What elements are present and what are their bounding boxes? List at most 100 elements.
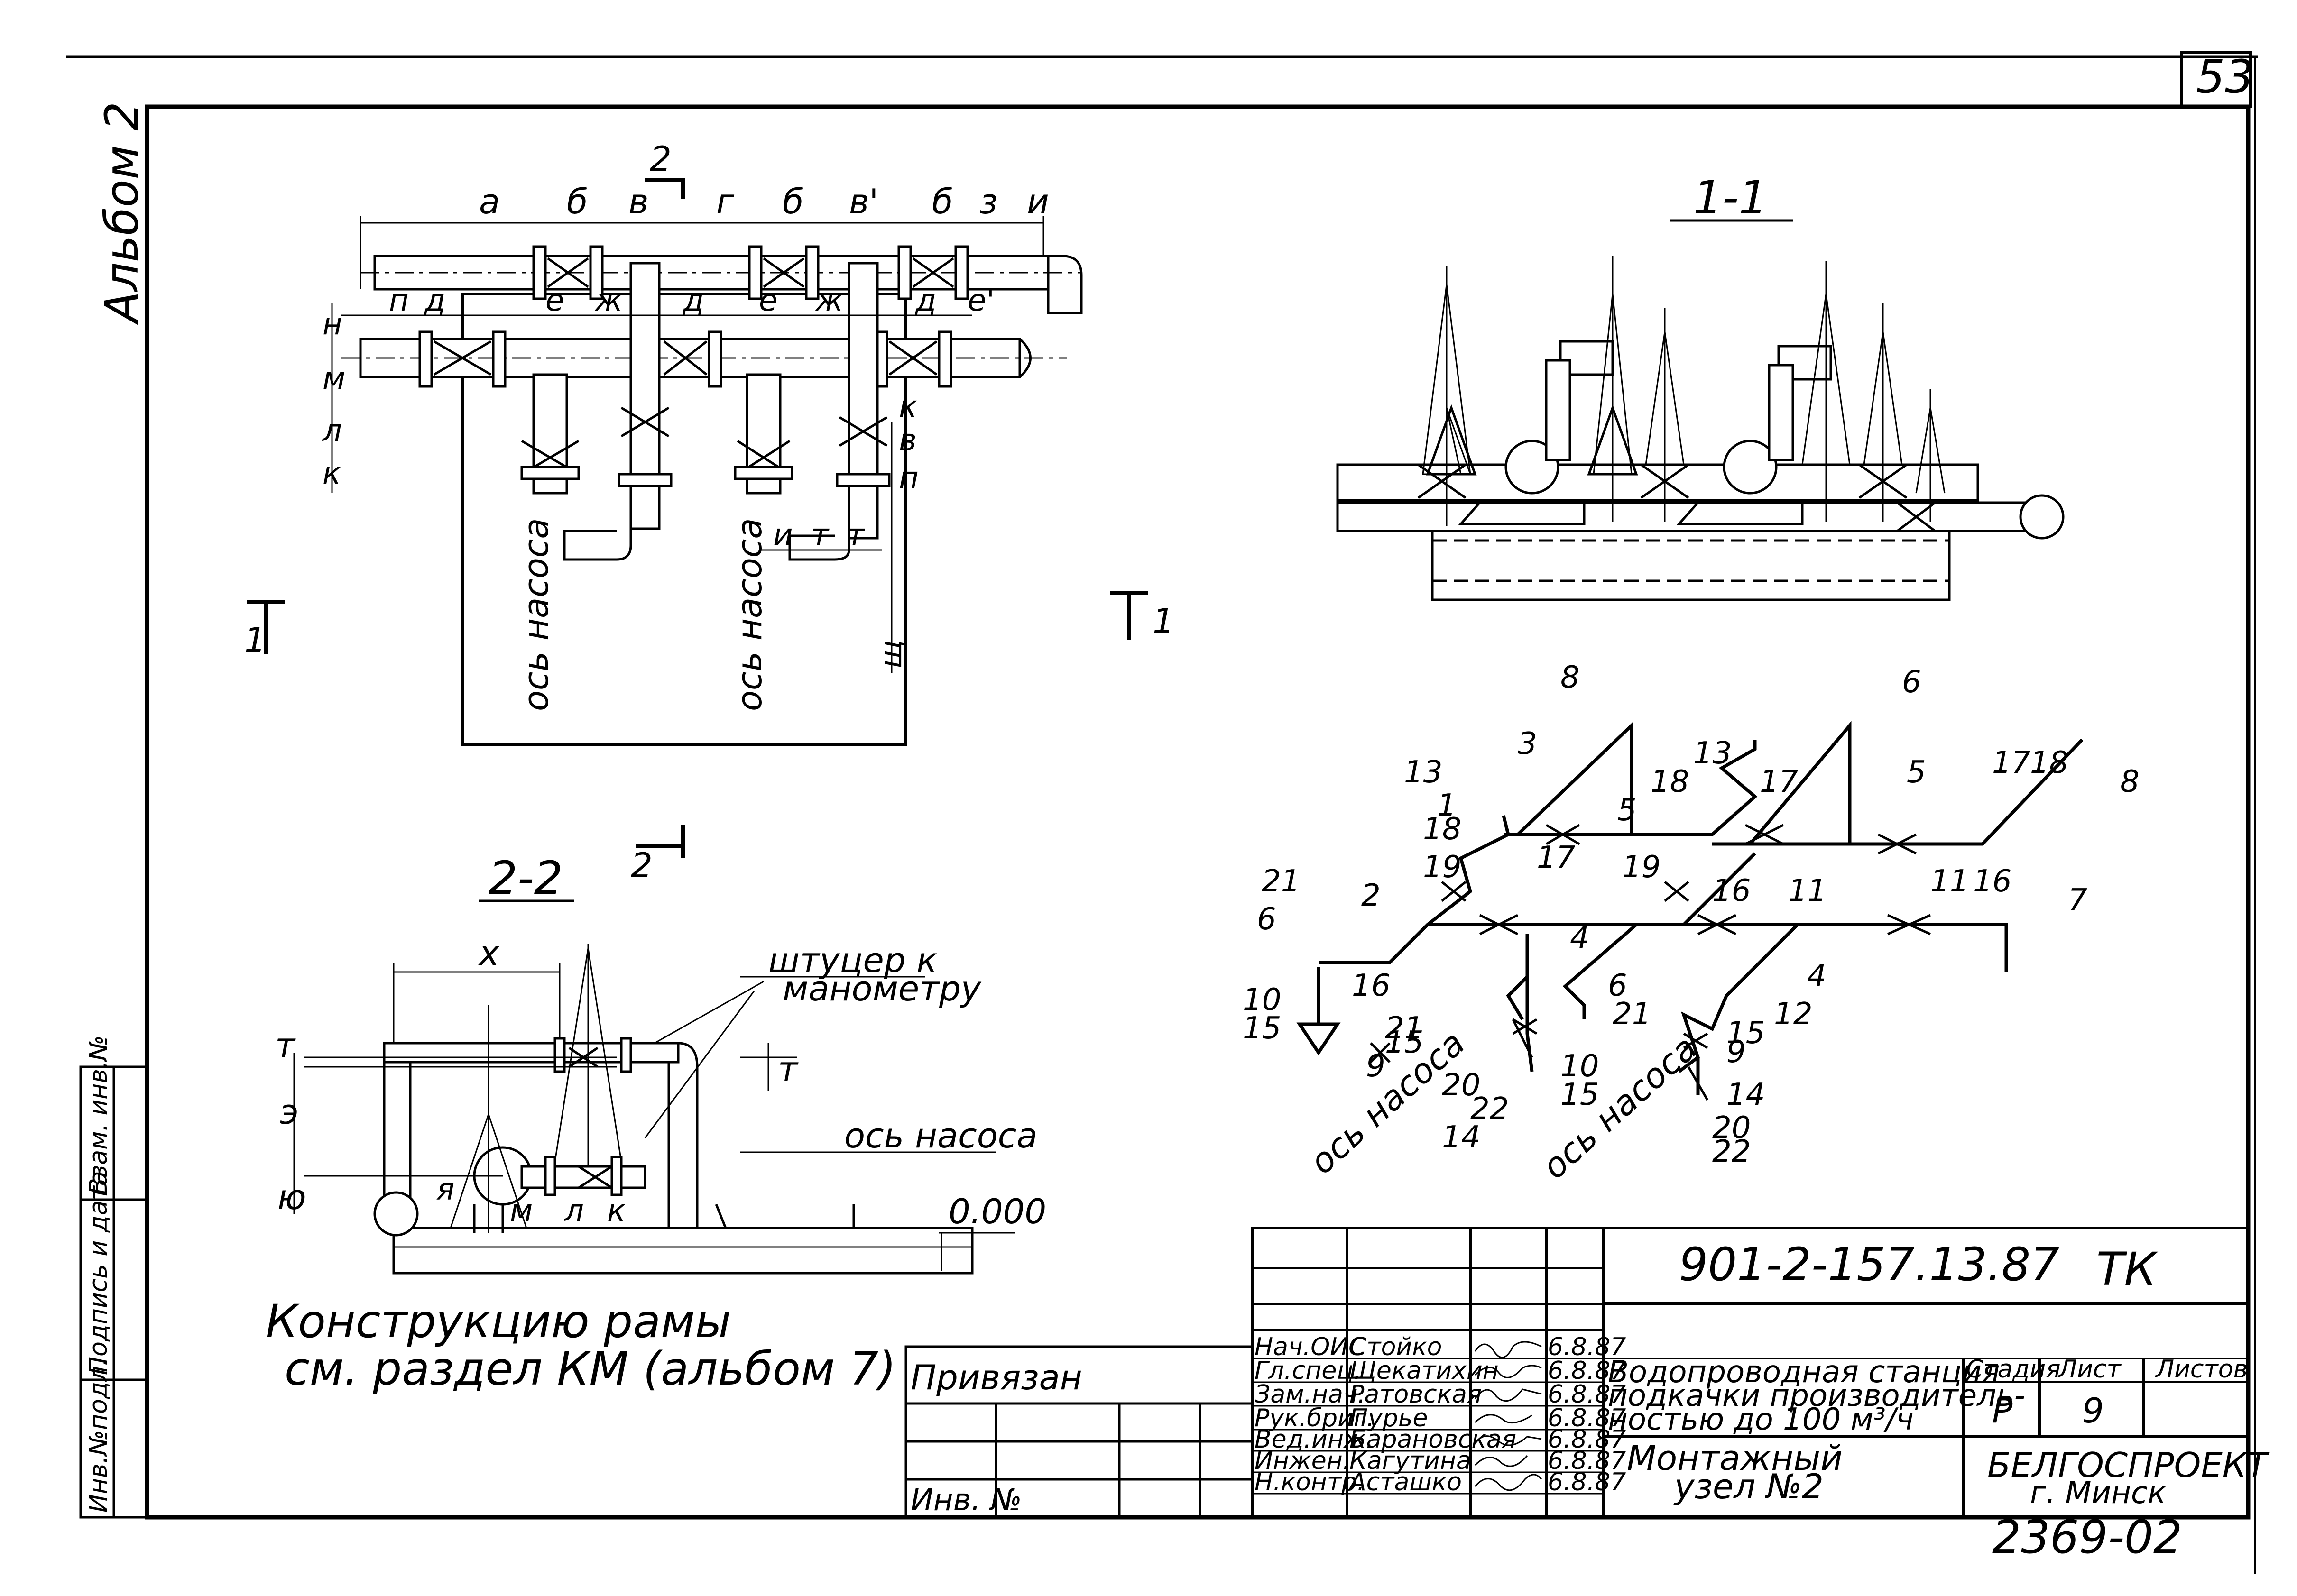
plan-dims-top: а б в г б в' б з и [479, 182, 1049, 221]
sheets-header: Листов [2155, 1355, 2248, 1384]
dim-label: к [899, 390, 917, 425]
callout-label: 15 [1560, 1077, 1599, 1112]
section-2-2-view [293, 944, 1015, 1275]
title-block-dates: 6.8.87 6.8.87 6.8.87 6.8.87 6.8.87 6.8.8… [1548, 1333, 1626, 1496]
role-label: Вед.инж. [1255, 1425, 1374, 1454]
frame-note-line2: см. раздел КМ (альбом 7) [285, 1342, 896, 1395]
dim-label: в' [849, 182, 878, 221]
side-stamp [79, 1065, 148, 1519]
drawing-code: 901-2-157.13.87 [1679, 1238, 2059, 1291]
plan-dims-bottom: и т т [773, 518, 865, 553]
callout-label: 13 [1404, 755, 1442, 790]
callout-label: 18 [1651, 764, 1689, 799]
callout-label: 19 [1423, 850, 1461, 885]
role-label: Инжен. [1255, 1447, 1350, 1475]
callout-label: 6 [1608, 968, 1627, 1003]
project-title-line2: подкачки производитель- [1608, 1378, 2025, 1413]
sign-date: 6.8.87 [1548, 1380, 1626, 1409]
callout-label: 20 [1442, 1068, 1480, 1103]
sign-date: 6.8.87 [1548, 1404, 1626, 1432]
dim-label: п [899, 461, 919, 496]
role-label: Н.контр. [1255, 1468, 1365, 1496]
axonometric-valves [1370, 824, 1931, 1101]
stage-header: Стадия [1966, 1355, 2061, 1384]
binding-table [904, 1345, 1254, 1519]
role-label: Рук.бриг. [1255, 1404, 1375, 1432]
section-1-1-title: 1-1 [1693, 171, 1768, 224]
sign-date: 6.8.87 [1548, 1425, 1626, 1454]
drawing-mark: ТК [2096, 1243, 2159, 1296]
project-title-line1: Водопроводная станция [1608, 1355, 2000, 1390]
dim-label: л [322, 413, 342, 449]
stamp-sign-date: Подпись и дата [84, 1171, 113, 1375]
bottom-number: 2369-02 [1992, 1511, 2182, 1564]
plan-view [331, 216, 1083, 746]
page-number: 53 [2196, 50, 2254, 103]
person-name: Пурье [1349, 1404, 1428, 1432]
callout-label: 14 [1442, 1120, 1480, 1155]
callout-label: 1 [1437, 788, 1457, 823]
dim-label: е [759, 283, 777, 318]
project-title-line3: ностью до 100 м³/ч [1608, 1402, 1914, 1437]
callout-label: 6 [1257, 902, 1276, 937]
dim-label: и [1027, 182, 1049, 221]
callout-label: 21 [1262, 864, 1300, 899]
callout-label: 8 [2120, 764, 2140, 799]
dim-label: б [783, 182, 803, 221]
callout-label: 3 [1518, 726, 1537, 761]
callout-label: 10 [1243, 982, 1281, 1018]
section-2-2-dim-t-right: т [778, 1049, 799, 1089]
dim-label: ж [815, 283, 843, 318]
section-mark-2-bottom: 2 [631, 845, 653, 885]
callout-label: 22 [1470, 1092, 1509, 1127]
binding-title: Привязан [911, 1358, 1082, 1397]
section-mark-2-top: 2 [650, 139, 672, 179]
callout-label: 9 [1366, 1049, 1385, 1084]
callout-label: 17 [1992, 745, 2031, 780]
callout-label: 15 [1385, 1025, 1423, 1060]
callout-label: 10 [1560, 1049, 1599, 1084]
person-name: Щекатихин [1349, 1357, 1499, 1385]
callout-label: 16 [1352, 968, 1390, 1003]
section-2-2-dim-yu: ю [277, 1177, 306, 1217]
section-mark-1-right: 1 [1153, 601, 1174, 641]
callout-label: 21 [1385, 1011, 1423, 1046]
callout-label: 2 [1361, 878, 1381, 913]
dim-label: н [323, 307, 342, 342]
dim-label: г [716, 182, 735, 221]
level-mark: 0.000 [949, 1192, 1046, 1231]
callout-label: 5 [1617, 793, 1637, 828]
title-block-roles: Нач.ОИС Гл.спец. Зам.нач. Рук.бриг. Вед.… [1255, 1333, 1375, 1496]
callout-label: 16 [1973, 864, 2011, 899]
callout-label: 7 [2068, 883, 2087, 918]
title-block [1251, 1227, 2250, 1519]
album-label: Альбом 2 [95, 101, 148, 325]
pump-axis-label: ось насоса [729, 518, 769, 712]
sign-date: 6.8.87 [1548, 1447, 1626, 1475]
dim-label: д [683, 283, 704, 318]
section-2-2-dim-k: к [607, 1193, 626, 1229]
callout-label: 19 [1622, 850, 1660, 885]
section-2-2-dim-t-left: т [275, 1026, 296, 1065]
callout-label: 15 [1726, 1016, 1765, 1051]
axonometric-view [1296, 721, 2084, 1095]
title-block-signatures [1474, 1341, 1542, 1491]
dim-label: д [424, 283, 445, 318]
section-2-2-dim-ya: я [436, 1172, 455, 1207]
callout-label: 5 [1907, 755, 1926, 790]
callout-label: 14 [1726, 1077, 1765, 1112]
stage-value: Р [1992, 1391, 2013, 1431]
frame-note-line1: Конструкцию рамы [266, 1295, 731, 1348]
section-mark-1-left: 1 [244, 620, 266, 660]
person-name: Стойко [1349, 1333, 1442, 1361]
callout-label: 11 [1788, 873, 1827, 908]
callout-label: 18 [1423, 812, 1461, 847]
dim-label: е' [968, 283, 995, 318]
callout-label: 16 [1712, 873, 1751, 908]
section-markers [247, 178, 1148, 858]
callout-label: 4 [1570, 921, 1589, 956]
role-label: Гл.спец. [1255, 1357, 1361, 1385]
dim-label: т [847, 518, 865, 553]
fitting-note-line1: штуцер к [768, 940, 937, 980]
